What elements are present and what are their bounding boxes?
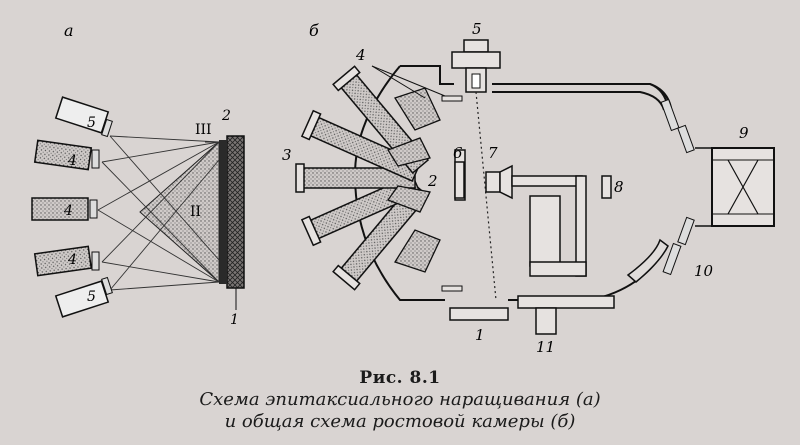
item-11-base [517,295,615,309]
effusion-cell-4-upper [33,139,100,171]
flange-upper [660,98,680,132]
label-b-7: 7 [488,144,498,162]
label-a-4-lower: 4 [67,252,77,268]
effusion-cell-5-top [54,96,113,138]
item-8 [601,175,612,199]
callout-4b [371,65,446,97]
label-b-11: 11 [536,338,555,356]
label-a-5-top: 5 [87,115,96,131]
effusion-cell-4-middle [31,197,98,221]
caption-line-1: Схема эпитаксиального наращивания (а) [199,389,601,410]
label-b-2: 2 [427,172,438,190]
effusion-cell-5-bottom [54,276,113,318]
item-7-holder [485,164,587,277]
label-b-10: 10 [694,262,714,280]
label-b-1: 1 [475,326,485,344]
item-11-shaft [535,307,557,335]
callout-4a [371,65,426,99]
panel-b-label: б [309,21,319,40]
beam-axis [475,91,497,301]
label-b-6: 6 [453,144,463,162]
lower-arc-part [626,238,669,283]
cryo-shrouds [386,87,441,273]
label-b-9: 9 [739,124,749,142]
side-port-tube [492,91,665,111]
label-a-ii: II [190,204,201,220]
flange-lower [677,216,695,246]
figure-number: Рис. 8.1 [359,368,441,388]
label-b-4: 4 [355,46,366,64]
effusion-cell-4-lower [33,245,100,277]
label-a-4-middle: 4 [63,203,73,219]
substrate [219,140,227,284]
label-a-iii: III [195,122,212,138]
label-b-3: 3 [282,146,292,164]
label-a-1: 1 [230,312,239,328]
item-5-manipulator [451,39,501,93]
label-a-2: 2 [221,108,231,124]
figure-8-1: а 5 4 4 4 5 III II [31,20,775,356]
panel-a-label: а [64,21,74,40]
label-b-8: 8 [614,178,624,196]
item-1-plate [449,307,509,321]
substrate-holder [226,135,245,289]
flange-upper-2 [677,124,695,154]
chamber-wall [353,65,673,301]
region-ii [139,140,220,284]
item-6 [454,161,465,199]
shutter-bottom [441,285,463,292]
port-9 [711,147,775,227]
label-a-5-bottom: 5 [87,289,96,305]
flange-10 [662,242,682,276]
shutter-top [441,95,463,102]
molecular-beams [97,135,220,291]
label-a-4-upper: 4 [67,153,77,169]
label-b-5: 5 [472,20,482,38]
caption-line-2: и общая схема ростовой камеры (б) [224,411,576,432]
